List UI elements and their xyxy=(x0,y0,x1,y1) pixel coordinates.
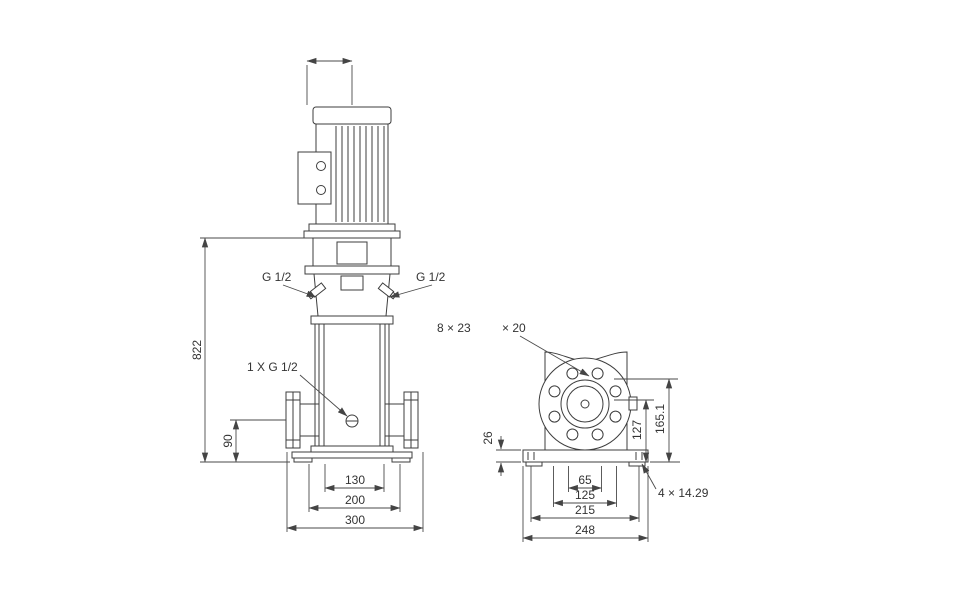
dim-215: 215 xyxy=(530,466,640,522)
dim-label-300: 300 xyxy=(345,513,365,527)
dim-label-90: 90 xyxy=(221,434,235,448)
dim-port-height: 90 xyxy=(221,419,286,463)
dim-165: 165.1 xyxy=(614,378,678,463)
port-flange-face xyxy=(538,357,638,451)
dim-base-thickness: 26 xyxy=(481,431,521,476)
dim-label-130: 130 xyxy=(345,473,365,487)
side-view xyxy=(522,351,649,467)
pump-base-side xyxy=(522,449,649,467)
terminal-box xyxy=(297,151,332,205)
label-1xg12: 1 X G 1/2 xyxy=(247,360,298,374)
pump-head xyxy=(304,265,400,317)
dim-65: 65 xyxy=(568,466,602,492)
dim-200: 200 xyxy=(308,464,401,512)
label-4x14-29: 4 × 14.29 xyxy=(658,486,709,500)
label-left-port: G 1/2 xyxy=(262,270,317,298)
dim-130: 130 xyxy=(324,464,385,492)
dim-label-65: 65 xyxy=(578,473,592,487)
dim-label-26: 26 xyxy=(481,431,495,445)
label-8x23: 8 × 23 xyxy=(437,321,471,335)
dim-248: 248 xyxy=(522,466,649,542)
label-drain-port: 1 X G 1/2 xyxy=(247,360,348,417)
dim-125: 125 xyxy=(553,466,617,507)
discharge-flange xyxy=(385,391,419,449)
side-view-dimensions: 8 × 23 × 20 26 127 165.1 65 xyxy=(437,321,709,542)
front-view xyxy=(285,106,419,463)
label-right-port: G 1/2 xyxy=(389,270,446,298)
label-g12-left: G 1/2 xyxy=(262,270,292,284)
dim-label-200: 200 xyxy=(345,493,365,507)
flange-lug xyxy=(628,396,638,411)
dim-127: 127 xyxy=(614,399,654,463)
motor-stool xyxy=(312,238,392,266)
label-x20: × 20 xyxy=(502,321,526,335)
label-slot-spec: 8 × 23 × 20 xyxy=(437,321,590,377)
label-g12-right: G 1/2 xyxy=(416,270,446,284)
dim-shaft-top xyxy=(306,57,353,105)
dim-label-127: 127 xyxy=(630,420,644,440)
dim-label-125: 125 xyxy=(575,488,595,502)
dim-300: 300 xyxy=(286,452,424,532)
flange-bolt-holes xyxy=(548,367,622,441)
motor-fins xyxy=(335,126,385,222)
dim-total-height: 822 xyxy=(190,237,312,463)
front-view-dimensions: 822 90 G 1/2 G 1/2 1 X G 1/2 130 xyxy=(190,57,446,532)
motor xyxy=(297,106,401,239)
drain-plug xyxy=(345,414,359,428)
dim-label-248: 248 xyxy=(575,523,595,537)
suction-flange xyxy=(285,391,319,449)
dim-label-215: 215 xyxy=(575,503,595,517)
dim-label-822: 822 xyxy=(190,340,204,360)
dim-label-165-1: 165.1 xyxy=(653,404,667,434)
label-base-holes: 4 × 14.29 xyxy=(641,463,709,500)
pump-base-front xyxy=(291,445,413,463)
